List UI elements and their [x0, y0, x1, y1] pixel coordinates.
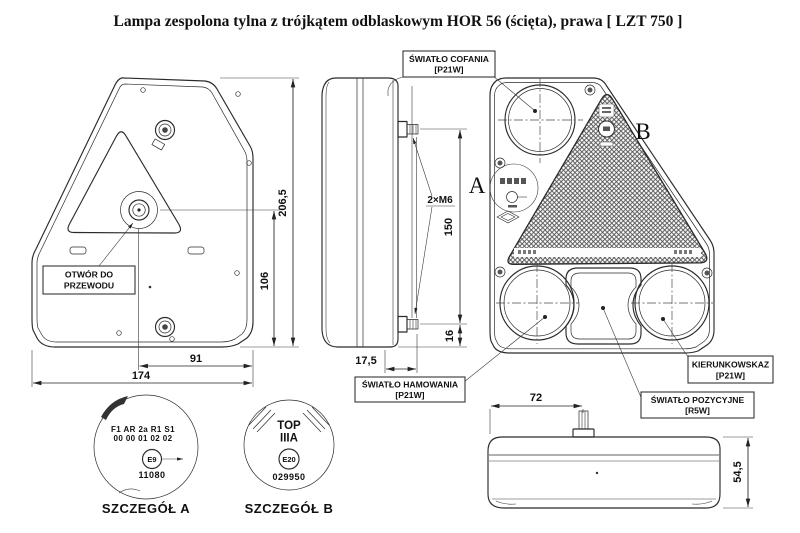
turn-signal-name: KIERUNKOWSKAZ: [692, 360, 769, 370]
dim-150: 150: [443, 218, 455, 236]
brake-light-name: ŚWIATŁO HAMOWANIA: [362, 379, 458, 390]
dim-91: 91: [190, 353, 202, 365]
dim-54-5: 54,5: [732, 461, 744, 482]
small-holes: [57, 87, 252, 342]
dim-17-5: 17,5: [355, 355, 376, 367]
detail-letter-a: A: [469, 173, 486, 198]
dim-174: 174: [132, 370, 151, 382]
detail-a-approval-number: 11080: [138, 470, 165, 480]
cable-hole-label: OTWÓR DO PRZEWODU: [42, 222, 136, 295]
rear-view-inner-outline: [36, 83, 248, 343]
detail-a-housing-edge: [101, 396, 128, 420]
rear-triangle-outline: [67, 131, 182, 234]
triangle-apex-marking: [598, 103, 615, 147]
detail-a-marking-row1: F1 AR 2a R1 S1: [111, 425, 175, 434]
housing-marking-area: [489, 163, 539, 224]
rear-view-dimensions: 206,5 106 91 174: [31, 77, 299, 387]
vent-slot: [151, 138, 166, 151]
turn-signal-bulb: [P21W]: [716, 371, 745, 381]
top-view-dimensions: 72 54,5: [489, 392, 753, 509]
side-view-outline: [321, 77, 399, 348]
turn-signal-label: KIERUNKOWSKAZ [P21W]: [661, 317, 774, 384]
stud-thread-text: 2×M6: [427, 195, 453, 206]
top-view-stud: [572, 410, 595, 438]
mount-slot-right: [187, 246, 205, 255]
position-lamp-lens: [565, 267, 642, 345]
detail-b: TOP IIIA E20 029950 SZCZEGÓŁ B: [243, 399, 335, 516]
stud-thread-label: 2×M6: [412, 137, 455, 315]
top-view-outline: [487, 436, 721, 509]
detail-letter-b: B: [635, 119, 650, 144]
detail-b-e-mark: E20: [282, 455, 295, 464]
detail-a-marking-row2: 00 00 01 02 02: [114, 434, 173, 443]
top-view: 72 54,5: [487, 392, 753, 509]
reversing-light-bulb: [P21W]: [434, 65, 463, 75]
screw-post-bottom: [154, 316, 176, 338]
dim-16: 16: [444, 330, 456, 342]
mounting-stud-bottom: [397, 315, 419, 333]
brake-light-label: ŚWIATŁO HAMOWANIA [P21W]: [354, 315, 547, 403]
cable-hole-label-line2: PRZEWODU: [64, 281, 114, 291]
reversing-light-name: ŚWIATŁO COFANIA: [409, 53, 489, 64]
position-light-label: ŚWIATŁO POZYCYJNE [R5W]: [601, 306, 755, 419]
front-view: A B ŚWIATŁO COFANIA [P21W] ŚWIATŁO HAMOW…: [354, 50, 774, 419]
reversing-lamp-lens: [498, 78, 583, 163]
detail-b-marking-line1: TOP: [277, 420, 301, 432]
side-view-dimensions: 150 16 17,5: [355, 128, 467, 373]
detail-b-caption: SZCZEGÓŁ B: [245, 501, 334, 516]
triangle-base-band: [514, 248, 701, 257]
position-light-bulb: [R5W]: [685, 406, 710, 416]
turn-lamp-lens: [631, 263, 713, 344]
rear-view-outline: [31, 77, 254, 348]
cable-hole: [120, 191, 158, 229]
position-light-name: ŚWIATŁO POZYCYJNE: [651, 394, 745, 405]
screw-post-top: [154, 119, 176, 141]
side-view: 2×M6 150 16 17,5: [321, 77, 467, 373]
mounting-stud-top: [397, 120, 419, 138]
cable-hole-label-line1: OTWÓR DO: [65, 269, 114, 280]
brake-light-bulb: [P21W]: [395, 390, 424, 400]
detail-b-approval-number: 029950: [272, 472, 305, 482]
detail-b-triangle-edge-hatch: [248, 406, 330, 433]
detail-b-e-mark-circle: [278, 448, 300, 470]
front-view-inner-outline: [494, 82, 710, 350]
detail-a-e-mark-circle: [141, 448, 163, 470]
detail-a-caption: SZCZEGÓŁ A: [102, 501, 190, 516]
rear-view: OTWÓR DO PRZEWODU 206,5 106 91 174: [31, 77, 299, 387]
reflector-triangle: [507, 93, 708, 265]
detail-b-marking-line2: IIIA: [280, 433, 298, 445]
front-view-outline: [489, 77, 715, 354]
dim-206-5: 206,5: [277, 189, 289, 217]
front-screws: [494, 84, 713, 279]
detail-a: F1 AR 2a R1 S1 00 00 01 02 02 E9 11080 S…: [93, 394, 199, 516]
page-title: Lampa zespolona tylna z trójkątem odblas…: [114, 13, 683, 30]
reversing-light-label: ŚWIATŁO COFANIA [P21W]: [387, 50, 537, 113]
mount-slot-left: [69, 246, 87, 255]
dim-106: 106: [259, 272, 271, 290]
detail-a-e-mark: E9: [147, 455, 156, 464]
triangle-base-molding-marks: [518, 250, 692, 254]
dim-72: 72: [530, 392, 542, 404]
